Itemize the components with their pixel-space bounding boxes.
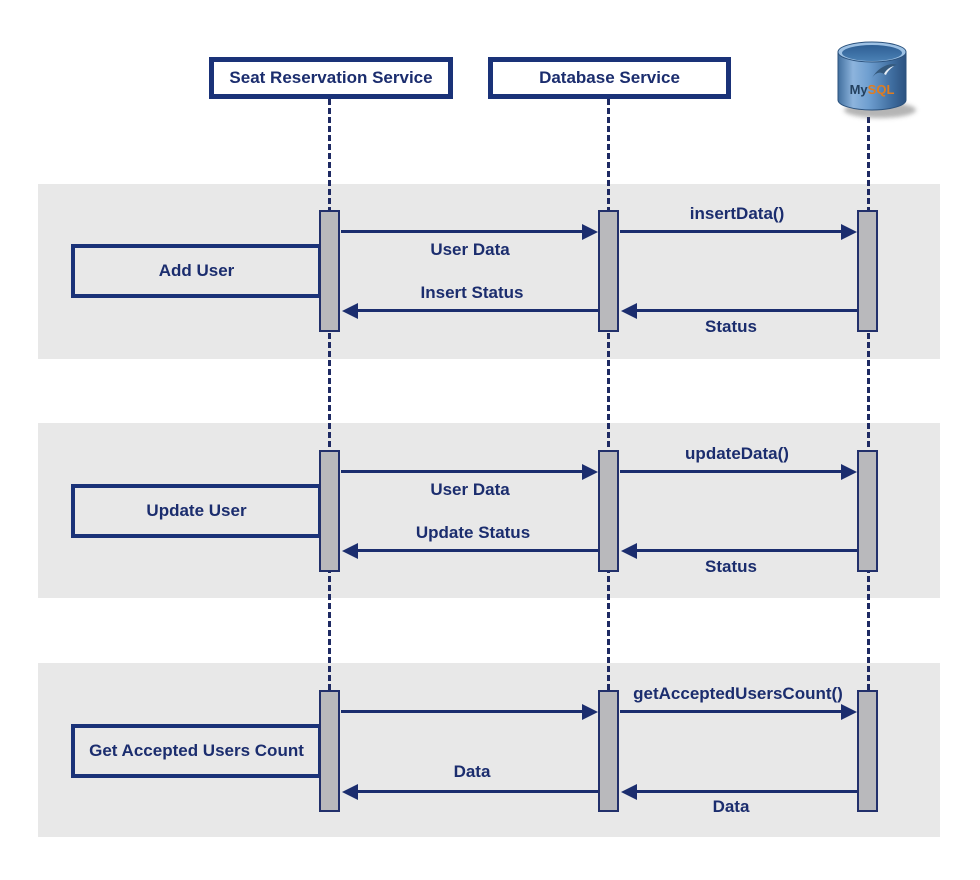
section-label: Get Accepted Users Count — [89, 741, 304, 760]
message-label-status: Status — [705, 317, 757, 336]
lifeline-mysql-database — [867, 117, 870, 690]
section-box-add-user: Add User — [71, 244, 322, 298]
arrow-user-data-call — [341, 230, 583, 233]
arrow-get-count-call — [341, 710, 583, 713]
section-box-get-accepted-users-count: Get Accepted Users Count — [71, 724, 322, 778]
message-label-update-status: Update Status — [415, 523, 531, 542]
participant-seat-reservation-service: Seat Reservation Service — [209, 57, 453, 99]
message-label-data: Data — [453, 762, 491, 781]
message-label-insert-status: Insert Status — [420, 283, 524, 302]
activation-bar — [857, 690, 878, 812]
message-label-user-data: User Data — [430, 240, 510, 259]
message-label-update-data: updateData() — [685, 444, 789, 463]
message-label-user-data: User Data — [430, 480, 510, 499]
arrow-insert-status-return — [357, 309, 598, 312]
section-label: Update User — [146, 501, 247, 520]
activation-bar — [598, 690, 619, 812]
mysql-label-my: My — [850, 82, 869, 97]
arrow-update-data-call — [620, 470, 842, 473]
section-box-update-user: Update User — [71, 484, 322, 538]
participant-label: Database Service — [539, 68, 680, 87]
lifeline-seat-reservation-service — [328, 99, 331, 690]
message-label-get-accepted-users-count: getAcceptedUsersCount() — [633, 684, 843, 703]
activation-bar — [319, 210, 340, 332]
message-label-insert-data: insertData() — [689, 204, 785, 223]
arrow-data-return — [636, 790, 857, 793]
message-label-data: Data — [712, 797, 750, 816]
activation-bar — [857, 210, 878, 332]
arrow-status-return — [636, 309, 857, 312]
svg-text:MySQL: MySQL — [850, 82, 895, 97]
activation-bar — [598, 450, 619, 572]
activation-bar — [319, 450, 340, 572]
arrow-data-return — [357, 790, 598, 793]
arrow-insert-data-call — [620, 230, 842, 233]
section-label: Add User — [158, 261, 235, 280]
activation-bar — [857, 450, 878, 572]
participant-database-service: Database Service — [488, 57, 731, 99]
arrow-get-count-db-call — [620, 710, 842, 713]
message-label-status: Status — [705, 557, 757, 576]
mysql-database-icon: MySQL — [837, 41, 916, 118]
arrow-status-return — [636, 549, 857, 552]
lifeline-database-service — [607, 99, 610, 690]
arrow-update-status-return — [357, 549, 598, 552]
mysql-label-sql: SQL — [868, 82, 895, 97]
activation-bar — [319, 690, 340, 812]
participant-label: Seat Reservation Service — [229, 68, 433, 87]
activation-bar — [598, 210, 619, 332]
arrow-user-data-call — [341, 470, 583, 473]
